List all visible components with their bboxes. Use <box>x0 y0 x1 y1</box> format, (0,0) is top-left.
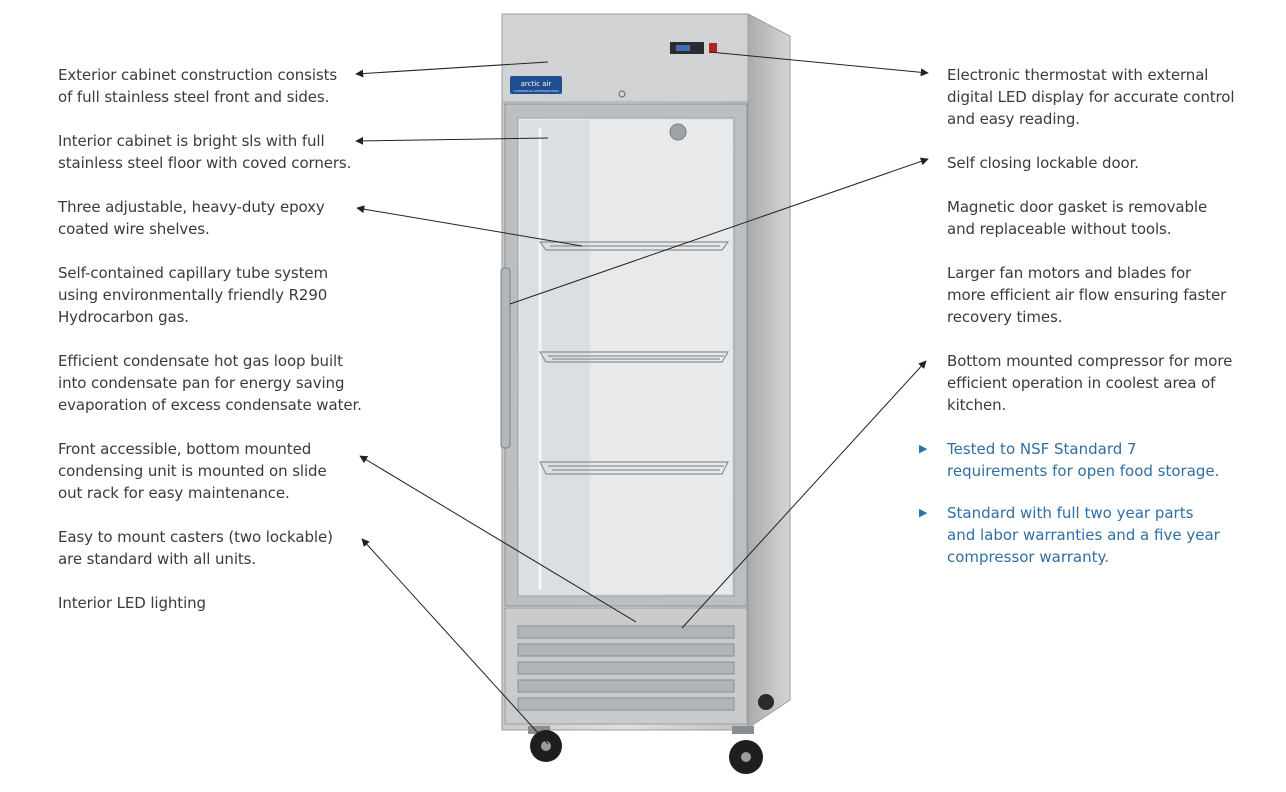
feature-exterior-cabinet: Exterior cabinet construction consists o… <box>58 66 338 106</box>
feature-condensate-loop: Efficient condensate hot gas loop built … <box>58 352 362 414</box>
svg-text:COMMERCIAL REFRIGERATION: COMMERCIAL REFRIGERATION <box>513 89 558 93</box>
bullet-triangle-icon: ▶ <box>919 442 928 455</box>
highlight-warranty: ▶ Standard with full two year parts and … <box>919 504 1220 566</box>
feature-wire-shelves: Three adjustable, heavy-duty epoxy coate… <box>58 198 325 238</box>
feature-condensing-unit: Front accessible, bottom mounted condens… <box>58 440 327 502</box>
feature-casters: Easy to mount casters (two lockable) are… <box>58 528 333 568</box>
feature-led-lighting: Interior LED lighting <box>58 594 206 612</box>
feature-compressor: Bottom mounted compressor for more effic… <box>947 352 1233 414</box>
highlight-nsf-standard: ▶ Tested to NSF Standard 7 requirements … <box>919 440 1220 480</box>
casters <box>528 694 774 774</box>
feature-fan-motors: Larger fan motors and blades for more ef… <box>947 264 1227 326</box>
feature-capillary-tube: Self-contained capillary tube system usi… <box>58 264 328 326</box>
door-handle <box>500 267 511 449</box>
feature-self-closing-door: Self closing lockable door. <box>947 154 1139 172</box>
brand-logo <box>510 76 562 94</box>
feature-thermostat: Electronic thermostat with external digi… <box>947 66 1235 128</box>
bullet-triangle-icon: ▶ <box>919 506 928 519</box>
feature-interior-cabinet: Interior cabinet is bright sls with full… <box>58 132 352 172</box>
svg-text:arctic air: arctic air <box>521 80 552 88</box>
feature-door-gasket: Magnetic door gasket is removable and re… <box>947 198 1208 238</box>
